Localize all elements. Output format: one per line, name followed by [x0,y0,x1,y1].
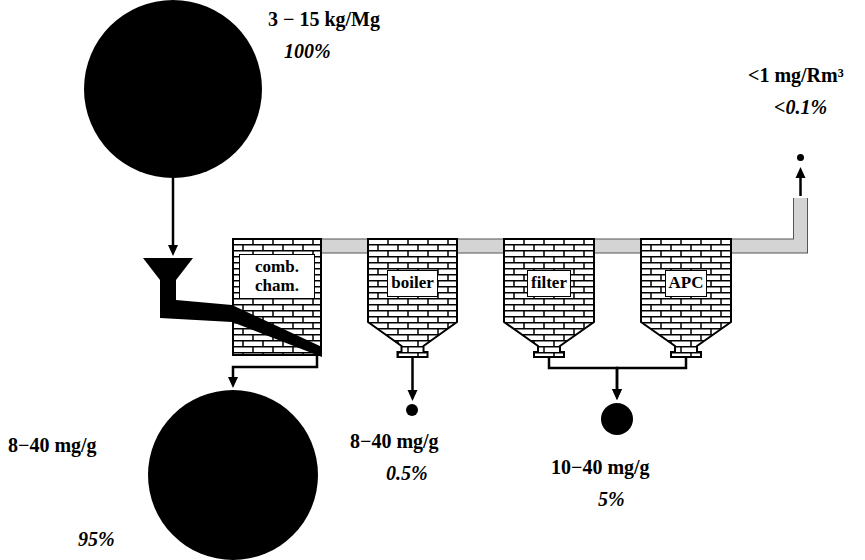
mass-circle: 10−40 mg/g5% [601,403,633,435]
mass-circle: 8−40 mg/g95% [148,390,318,560]
amount-label: 3 − 15 kg/Mg [268,8,380,31]
mass-circle: 8−40 mg/g0.5% [406,404,418,416]
flue-duct [594,246,641,247]
flow-arrow [228,356,317,388]
amount-label: 8−40 mg/g [8,434,97,457]
brick-housing [640,238,732,358]
unit-label-box: APC [665,270,708,297]
flow-arrow [549,358,622,400]
unit-label: boiler [391,273,434,292]
unit-label: comb. cham. [255,257,299,295]
circle-shape [601,403,633,435]
amount-label: 10−40 mg/g [551,456,650,479]
mass-circle: 3 − 15 kg/Mg100% [84,0,262,178]
percent-label: 95% [78,528,115,551]
mass-circle: <1 mg/Rm³<0.1% [797,154,804,161]
circle-shape [148,390,318,560]
amount-label: <1 mg/Rm³ [748,64,844,87]
plant-unit: APC [640,238,732,358]
flow-arrow [408,358,418,401]
feed-hopper [143,258,322,357]
percent-label: 100% [284,40,331,63]
unit-label-box: boiler [387,270,438,297]
unit-label-box: filter [527,270,571,297]
flue-duct [732,167,806,246]
circle-shape [84,0,262,178]
flow-arrow [168,178,178,256]
circle-shape [406,404,418,416]
percent-label: 0.5% [386,462,428,485]
percent-label: <0.1% [774,96,827,119]
plant-unit: filter [503,238,595,358]
flue-duct [321,246,368,247]
plant-unit: boiler [367,238,458,358]
unit-label: APC [669,273,704,292]
percent-label: 5% [598,488,625,511]
flow-arrow [612,358,686,400]
unit-label: filter [531,273,567,292]
amount-label: 8−40 mg/g [350,430,439,453]
unit-label-box: comb. cham. [239,254,315,299]
brick-housing [503,238,595,358]
flue-duct [457,246,504,247]
circle-shape [797,154,804,161]
brick-housing [367,238,458,358]
